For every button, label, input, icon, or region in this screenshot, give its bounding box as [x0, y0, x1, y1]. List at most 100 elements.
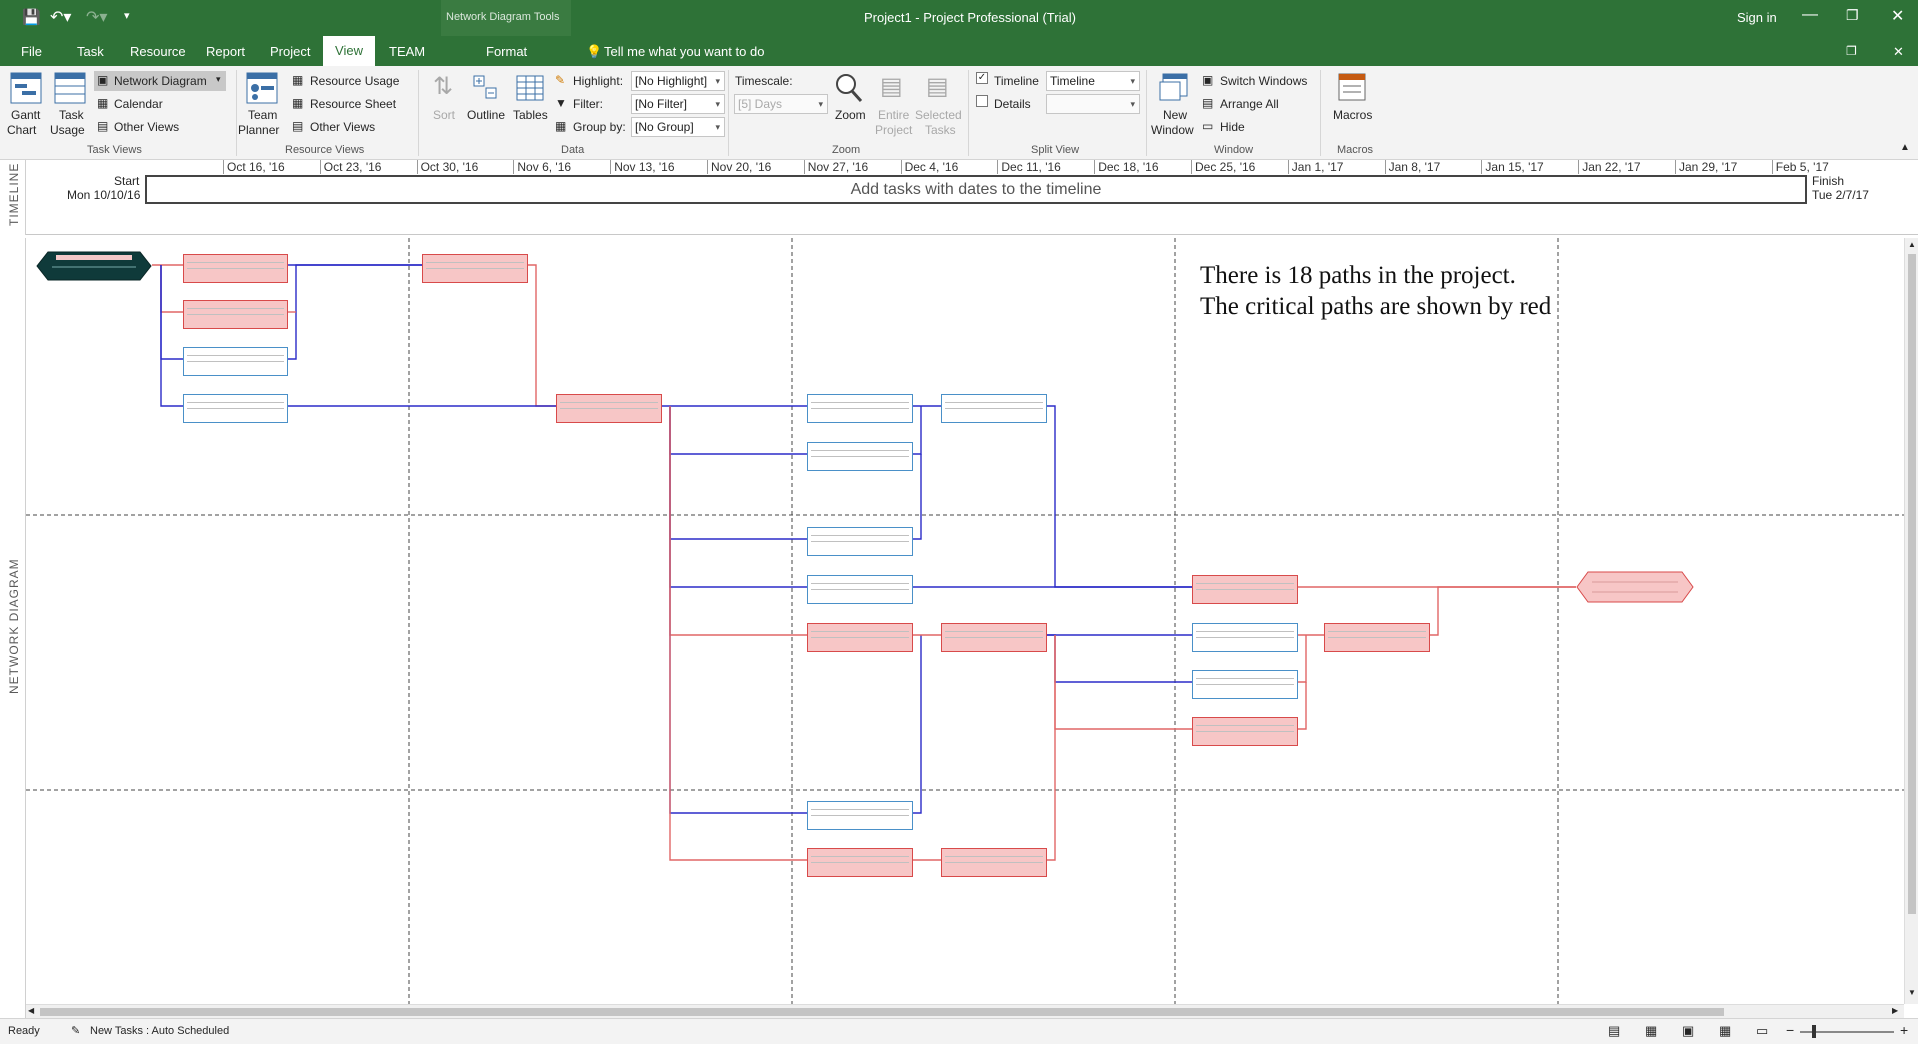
zoom-in-icon[interactable]: + — [1900, 1022, 1909, 1038]
close-window-icon[interactable]: ✕ — [1893, 44, 1904, 59]
highlight-icon: ✎ — [555, 73, 566, 87]
horizontal-scrollbar[interactable]: ◀ ▶ — [26, 1004, 1904, 1018]
timeline-checkbox[interactable]: ✓ — [976, 72, 988, 84]
tab-format[interactable]: Format — [486, 44, 528, 59]
timeline-finish-label: Finish — [1812, 174, 1845, 188]
task-node[interactable] — [183, 300, 288, 329]
annotation-line: There is 18 paths in the project. — [1200, 262, 1516, 289]
collapse-ribbon-icon[interactable]: ▲ — [1900, 142, 1910, 153]
selected-tasks-button[interactable]: Selected — [915, 108, 962, 122]
view-resource-sheet-icon[interactable]: ▦ — [1719, 1023, 1732, 1038]
redo-icon[interactable]: ↷▾ — [86, 9, 108, 26]
zoom-out-icon[interactable]: − — [1786, 1022, 1795, 1038]
customize-qat-icon[interactable]: ▾ — [124, 10, 130, 22]
task-node[interactable] — [1324, 623, 1430, 652]
sort-button[interactable]: Sort — [433, 108, 456, 122]
entire-project-button[interactable]: Entire — [878, 108, 910, 122]
timeline-view-select[interactable]: Timeline — [1046, 71, 1140, 91]
sign-in-link[interactable]: Sign in — [1737, 10, 1777, 25]
view-report-icon[interactable]: ▭ — [1756, 1023, 1769, 1038]
network-diagram-button[interactable] — [94, 71, 226, 91]
task-node[interactable] — [1192, 670, 1298, 699]
filter-select[interactable]: [No Filter] — [631, 94, 725, 114]
start-milestone[interactable] — [36, 251, 152, 281]
tab-team[interactable]: TEAM — [389, 44, 426, 59]
details-checkbox[interactable] — [976, 95, 988, 107]
filter-icon: ▼ — [555, 96, 567, 110]
macros-button[interactable]: Macros — [1333, 108, 1373, 122]
ribbon-restore-icon[interactable]: ❐ — [1846, 44, 1857, 58]
chevron-down-icon[interactable]: ▾ — [216, 74, 221, 84]
resource-sheet-button[interactable]: Resource Sheet — [310, 97, 397, 111]
other-resource-views-button[interactable]: Other Views — [310, 120, 376, 134]
view-task-usage-icon[interactable]: ▦ — [1645, 1023, 1658, 1038]
tab-project[interactable]: Project — [270, 44, 311, 59]
calendar-button[interactable]: Calendar — [114, 97, 163, 111]
scroll-up-icon[interactable]: ▲ — [1908, 240, 1916, 249]
zoom-button[interactable]: Zoom — [835, 108, 866, 122]
tab-report[interactable]: Report — [206, 44, 246, 59]
view-network-icon[interactable]: ▣ — [1682, 1023, 1695, 1038]
tab-task[interactable]: Task — [77, 44, 104, 59]
task-node[interactable] — [183, 394, 288, 423]
task-node[interactable] — [807, 394, 913, 423]
dependency-link — [1298, 682, 1307, 730]
view-gantt-icon[interactable]: ▤ — [1608, 1023, 1621, 1038]
highlight-select[interactable]: [No Highlight] — [631, 71, 725, 91]
tab-view[interactable]: View — [323, 36, 375, 66]
task-node[interactable] — [556, 394, 662, 423]
details-view-select[interactable] — [1046, 94, 1140, 114]
task-node[interactable] — [1192, 575, 1298, 604]
scroll-down-icon[interactable]: ▼ — [1908, 988, 1916, 997]
task-node[interactable] — [807, 801, 913, 830]
scroll-thumb[interactable] — [1908, 254, 1916, 914]
task-node[interactable] — [807, 527, 913, 556]
timeline-date-tick: Dec 11, '16 — [997, 160, 1061, 174]
new-tasks-mode[interactable]: New Tasks : Auto Scheduled — [90, 1025, 230, 1037]
other-task-views-button[interactable]: Other Views — [114, 120, 180, 134]
tab-resource[interactable]: Resource — [130, 44, 186, 59]
arrange-all-button[interactable]: Arrange All — [1220, 97, 1279, 111]
timeline-date-tick: Dec 25, '16 — [1191, 160, 1255, 174]
task-node[interactable] — [807, 575, 913, 604]
task-node[interactable] — [941, 848, 1047, 877]
outline-button[interactable]: Outline — [467, 108, 506, 122]
task-node[interactable] — [807, 848, 913, 877]
timescale-select[interactable]: [5] Days — [734, 94, 828, 114]
task-node[interactable] — [1192, 717, 1298, 746]
undo-icon[interactable]: ↶▾ — [50, 9, 72, 26]
hide-button[interactable]: Hide — [1220, 120, 1245, 134]
tell-me-input[interactable]: Tell me what you want to do — [604, 44, 765, 59]
scroll-left-icon[interactable]: ◀ — [28, 1006, 35, 1015]
group-by-select[interactable]: [No Group] — [631, 117, 725, 137]
tables-button[interactable]: Tables — [513, 108, 548, 122]
task-node[interactable] — [422, 254, 528, 283]
close-icon[interactable]: ✕ — [1891, 8, 1905, 25]
zoom-slider-thumb[interactable] — [1812, 1025, 1816, 1038]
new-window-button[interactable]: New — [1163, 108, 1188, 122]
vertical-scrollbar[interactable]: ▲ ▼ — [1904, 238, 1918, 1004]
minimize-icon[interactable]: — — [1802, 6, 1818, 23]
switch-windows-button[interactable]: Switch Windows — [1220, 74, 1308, 88]
task-node[interactable] — [807, 623, 913, 652]
scroll-thumb[interactable] — [40, 1008, 1724, 1016]
tab-file[interactable]: File — [21, 44, 42, 59]
filter-label: Filter: — [573, 97, 603, 111]
task-node[interactable] — [183, 347, 288, 376]
zoom-slider[interactable] — [1800, 1031, 1894, 1033]
save-icon[interactable]: 💾 — [22, 9, 41, 26]
restore-icon[interactable]: ❐ — [1846, 7, 1859, 23]
timeline-bar[interactable]: Add tasks with dates to the timeline — [145, 175, 1807, 204]
task-node[interactable] — [941, 623, 1047, 652]
task-node[interactable] — [183, 254, 288, 283]
task-node[interactable] — [941, 394, 1047, 423]
finish-milestone[interactable] — [1576, 571, 1694, 603]
resource-usage-button[interactable]: Resource Usage — [310, 74, 400, 88]
network-diagram-canvas[interactable]: There is 18 paths in the project. The cr… — [26, 238, 1906, 1004]
network-diagram-side-label: NETWORK DIAGRAM — [7, 558, 21, 694]
scroll-right-icon[interactable]: ▶ — [1892, 1006, 1899, 1015]
network-diagram-label: Network Diagram — [114, 74, 207, 88]
task-node[interactable] — [1192, 623, 1298, 652]
task-node[interactable] — [807, 442, 913, 471]
